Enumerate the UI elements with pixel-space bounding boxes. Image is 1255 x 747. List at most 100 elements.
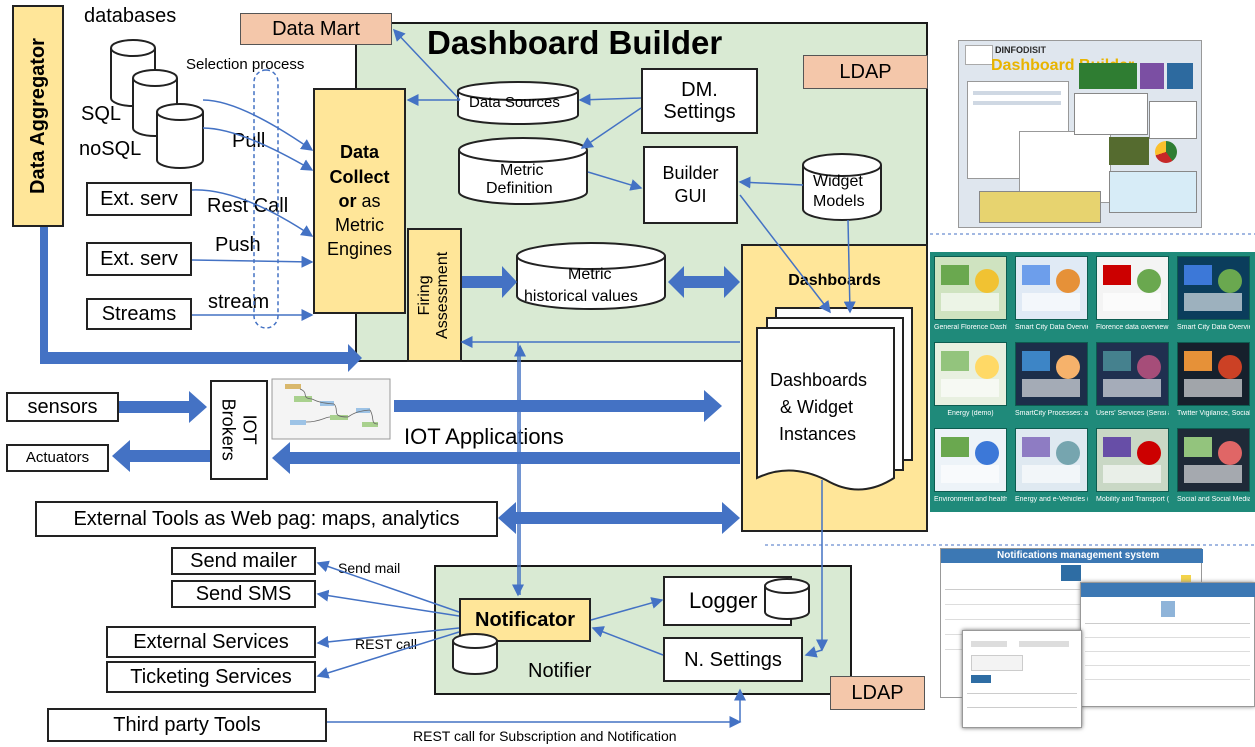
stream-label: stream — [208, 291, 270, 313]
data-collector-line2: Collect — [329, 166, 390, 187]
gallery-thumbnail[interactable] — [1015, 256, 1088, 320]
actuators-box: Actuators — [6, 444, 109, 472]
notificator-box: Notificator — [459, 598, 591, 642]
rest-call-label: Rest Call — [207, 195, 289, 217]
push-label: Push — [215, 234, 261, 256]
notifier-label: Notifier — [528, 660, 592, 682]
gallery-thumbnail[interactable] — [1096, 256, 1169, 320]
data-aggregator-label: Data Aggregator — [27, 38, 50, 194]
n-settings-box: N. Settings — [663, 637, 803, 682]
logger-box: Logger — [663, 576, 792, 626]
metric-historical-line2: historical values — [524, 288, 638, 305]
gallery-thumbnail[interactable] — [1015, 428, 1088, 492]
third-party-tools-label: Third party Tools — [113, 714, 261, 736]
builder-gui-box: Builder GUI — [643, 146, 738, 224]
dm-settings-line1: DM. — [681, 79, 718, 101]
gallery-caption: Smart City Data Overview (demo) — [1015, 324, 1088, 331]
gallery-caption: Users' Services (Sensi agli Utenti) — [1096, 410, 1169, 417]
gallery-thumbnail[interactable] — [1177, 256, 1250, 320]
firing-assessment-box: Firing Assessment — [407, 228, 462, 362]
assessment-label: Assessment — [434, 251, 452, 339]
rest-subscription-label: REST call for Subscription and Notificat… — [413, 728, 677, 744]
notificator-label: Notificator — [475, 609, 575, 631]
gallery-caption: Energy (demo) — [947, 410, 994, 417]
widget-models-line2: Models — [813, 193, 865, 210]
external-tools-box: External Tools as Web pag: maps, analyti… — [35, 501, 498, 537]
third-party-tools-box: Third party Tools — [47, 708, 327, 742]
data-collector-box: Data Collect or as Metric Engines — [313, 88, 406, 314]
data-sources-label: Data Sources — [469, 94, 560, 111]
logger-label: Logger — [689, 587, 758, 613]
dashboards-instances-line2: & Widget — [780, 397, 854, 417]
iot-flow-thumbnail — [271, 378, 391, 440]
pull-label: Pull — [232, 130, 266, 152]
builder-gui-line1: Builder — [662, 162, 719, 183]
dashboard-builder-title: Dashboard Builder — [427, 24, 723, 61]
ldap-top-box: LDAP — [803, 55, 928, 89]
ldap-bottom-label: LDAP — [851, 682, 904, 704]
data-collector-line4: as — [361, 190, 381, 211]
brokers-label: Brokers — [219, 398, 240, 462]
sensors-box: sensors — [6, 392, 119, 422]
external-services-label: External Services — [133, 631, 289, 653]
databases-label: databases — [84, 5, 177, 27]
nosql-label: noSQL — [79, 138, 142, 160]
dm-settings-box: DM. Settings — [641, 68, 758, 134]
widget-models-line1: Widget — [813, 173, 863, 190]
iot-applications-label: IOT Applications — [404, 424, 564, 449]
n-settings-label: N. Settings — [684, 648, 782, 671]
gallery-thumbnail[interactable] — [934, 256, 1007, 320]
dashboards-instances-line3: Instances — [779, 424, 857, 444]
ticketing-services-box: Ticketing Services — [106, 661, 316, 693]
metric-historical-line1: Metric — [568, 266, 612, 283]
streams-label: Streams — [101, 303, 177, 325]
builder-gui-line2: GUI — [674, 186, 707, 206]
data-mart-box: Data Mart — [240, 13, 392, 45]
dashboards-instances-line1: Dashboards — [770, 370, 868, 390]
gallery-thumbnail[interactable] — [934, 342, 1007, 406]
gallery-thumbnail[interactable] — [934, 428, 1007, 492]
screenshot-logo-disit: DISIT — [1023, 45, 1047, 55]
gallery-thumbnail[interactable] — [1177, 342, 1250, 406]
data-aggregator-box: Data Aggregator — [12, 5, 64, 227]
firing-label: Firing — [416, 274, 434, 316]
metric-definition-line1: Metric — [500, 162, 544, 179]
streams-box: Streams — [86, 298, 192, 330]
data-collector-line3: or — [338, 190, 357, 211]
send-sms-box: Send SMS — [171, 580, 316, 608]
metric-definition-line2: Definition — [486, 180, 553, 197]
iot-brokers-box: IOT Brokers — [210, 380, 268, 480]
dashboard-builder-screenshot: DINFO DISIT Dashboard Builder — [958, 40, 1202, 228]
send-sms-label: Send SMS — [195, 583, 292, 605]
gallery-thumbnail[interactable] — [1096, 342, 1169, 406]
ldap-bottom-box: LDAP — [830, 676, 925, 710]
gallery-thumbnail[interactable] — [1096, 428, 1169, 492]
notifications-dialog-screenshot — [962, 630, 1082, 728]
gallery-caption: Energy and e-Vehicles (Energia e colonni… — [1015, 496, 1088, 503]
gallery-caption: Mobility and Transport (use on Chrome), … — [1096, 496, 1169, 503]
gallery-caption: General Florence Dashboard — [934, 324, 1007, 331]
rest-call-small-label: REST call — [355, 636, 417, 652]
selection-process-label: Selection process — [186, 56, 305, 73]
dashboards-label: Dashboards — [788, 272, 881, 289]
notifications-title: Notifications management system — [997, 550, 1160, 561]
screenshot-logo-dinfo: DINFO — [995, 45, 1023, 55]
send-mailer-box: Send mailer — [171, 547, 316, 575]
sql-label: SQL — [81, 103, 122, 125]
notifications-table-screenshot — [1080, 582, 1255, 707]
dashboards-gallery-screenshot: General Florence Dashboard Smart City Dat… — [930, 252, 1255, 512]
gallery-thumbnail[interactable] — [1015, 342, 1088, 406]
send-mailer-label: Send mailer — [190, 550, 297, 572]
data-collector-line1: Data — [339, 142, 379, 163]
ticketing-services-label: Ticketing Services — [130, 666, 292, 688]
actuators-label: Actuators — [25, 448, 90, 466]
dm-settings-line2: Settings — [663, 101, 736, 123]
send-mail-label: Send mail — [338, 560, 401, 576]
ext-serv-label-2: Ext. serv — [100, 248, 178, 270]
external-services-box: External Services — [106, 626, 316, 658]
ldap-top-label: LDAP — [839, 61, 892, 83]
gallery-thumbnail[interactable] — [1177, 428, 1250, 492]
ext-serv-box-2: Ext. serv — [86, 242, 192, 276]
gallery-caption: Florence data overview (demo) — [1096, 324, 1169, 331]
